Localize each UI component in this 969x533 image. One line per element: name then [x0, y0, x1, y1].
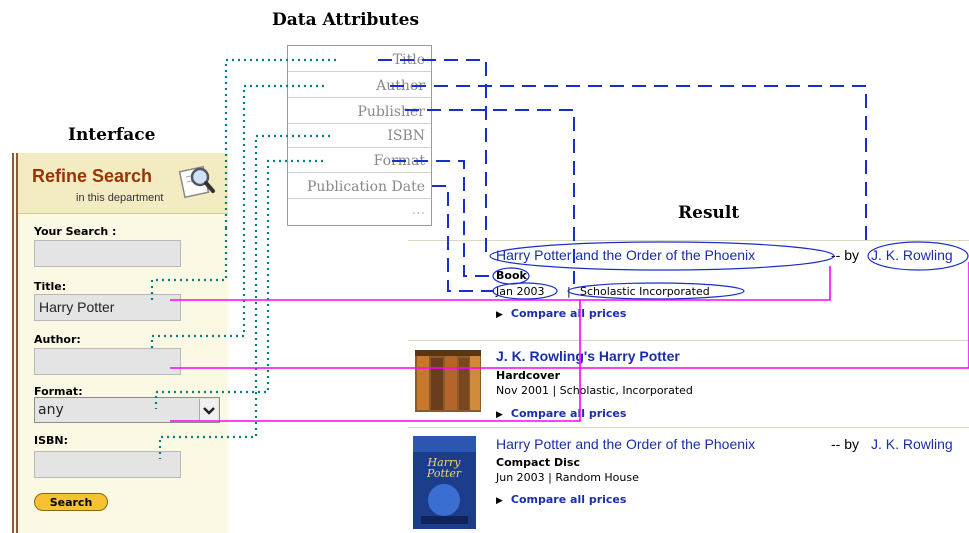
attr-publication-date: Publication Date — [288, 175, 431, 199]
result-1-by: -- by — [831, 247, 859, 263]
author-to-result-link — [390, 85, 867, 244]
result-1-compare-label: Compare all prices — [510, 307, 627, 320]
result-2-compare-label: Compare all prices — [510, 407, 627, 420]
format-highlight-ellipse — [492, 267, 530, 285]
result-divider — [408, 340, 969, 341]
data-attributes-heading: Data Attributes — [272, 10, 420, 30]
result-1-date: Jan 2003 — [496, 285, 545, 298]
title-highlight-ellipse — [489, 241, 835, 271]
isbn-label: ISBN: — [34, 434, 69, 447]
result-2-title[interactable]: J. K. Rowling's Harry Potter — [496, 348, 680, 364]
title-input-dotted-link — [150, 228, 228, 300]
format-to-record-link — [170, 300, 581, 422]
result-2-compare-link[interactable]: ▶ Compare all prices — [496, 407, 626, 420]
attr-publisher: Publisher — [288, 100, 431, 124]
format-select[interactable]: any — [34, 397, 220, 423]
result-3-title[interactable]: Harry Potter and the Order of the Phoeni… — [496, 436, 756, 452]
result-3-date-publisher: Jun 2003 | Random House — [496, 471, 639, 484]
author-input[interactable] — [34, 348, 181, 375]
author-highlight-ellipse — [867, 241, 969, 271]
author-to-record-link — [170, 262, 969, 369]
result-3-compare-link[interactable]: ▶ Compare all prices — [496, 493, 626, 506]
author-label: Author: — [34, 333, 81, 346]
refine-search-subtitle: in this department — [76, 192, 164, 204]
format-select-value: any — [38, 402, 64, 418]
result-1-publisher: Scholastic Incorporated — [580, 285, 710, 298]
result-3-format: Compact Disc — [496, 456, 580, 469]
magnifier-icon — [178, 165, 215, 199]
title-to-record-link — [170, 266, 831, 301]
author-attr-to-input-link — [150, 84, 324, 352]
svg-text:Harry: Harry — [427, 456, 462, 469]
result-divider — [408, 240, 969, 241]
your-search-input[interactable] — [34, 240, 181, 267]
book-box-set-image[interactable] — [413, 346, 483, 416]
result-3-compare-label: Compare all prices — [510, 493, 627, 506]
result-1-author[interactable]: J. K. Rowling — [871, 247, 953, 263]
result-3-author[interactable]: J. K. Rowling — [871, 436, 953, 452]
result-2-format: Hardcover — [496, 369, 561, 382]
search-button[interactable]: Search — [34, 493, 108, 511]
isbn-attr-to-input-link — [158, 134, 330, 459]
book-cover-image[interactable]: Harry Potter — [413, 436, 476, 529]
result-heading: Result — [678, 203, 740, 223]
date-to-result-link — [432, 185, 494, 292]
publisher-highlight-ellipse — [567, 282, 745, 300]
format-to-result-link — [392, 160, 494, 277]
publisher-to-result-link — [405, 109, 575, 284]
refine-search-header: Refine Search in this department — [18, 153, 228, 214]
format-label: Format: — [34, 385, 83, 398]
result-1-compare-link[interactable]: ▶ Compare all prices — [496, 307, 626, 320]
result-3-by: -- by — [831, 436, 859, 452]
title-to-result-link — [378, 59, 487, 256]
result-divider — [408, 427, 969, 428]
result-1-format: Book — [496, 269, 527, 282]
date-highlight-ellipse — [492, 282, 558, 300]
attr-isbn: ISBN — [288, 124, 431, 148]
your-search-label: Your Search : — [34, 225, 117, 238]
svg-text:Potter: Potter — [426, 467, 462, 480]
chevron-down-icon[interactable] — [199, 399, 218, 421]
bullet-triangle-icon: ▶ — [496, 496, 503, 506]
interface-heading: Interface — [68, 125, 156, 145]
refine-search-title: Refine Search — [32, 166, 153, 186]
result-1-title[interactable]: Harry Potter and the Order of the Phoeni… — [496, 247, 756, 263]
result-1-separator: | — [567, 285, 571, 298]
result-2-date-publisher: Nov 2001 | Scholastic, Incorporated — [496, 384, 693, 397]
attr-more: ... — [411, 202, 425, 218]
title-label: Title: — [34, 280, 67, 293]
bullet-triangle-icon: ▶ — [496, 310, 503, 320]
title-input[interactable]: Harry Potter — [34, 294, 181, 321]
title-attr-to-input-link — [224, 58, 336, 228]
bullet-triangle-icon: ▶ — [496, 410, 503, 420]
format-attr-to-input-link — [154, 159, 323, 409]
isbn-input[interactable] — [34, 451, 181, 478]
